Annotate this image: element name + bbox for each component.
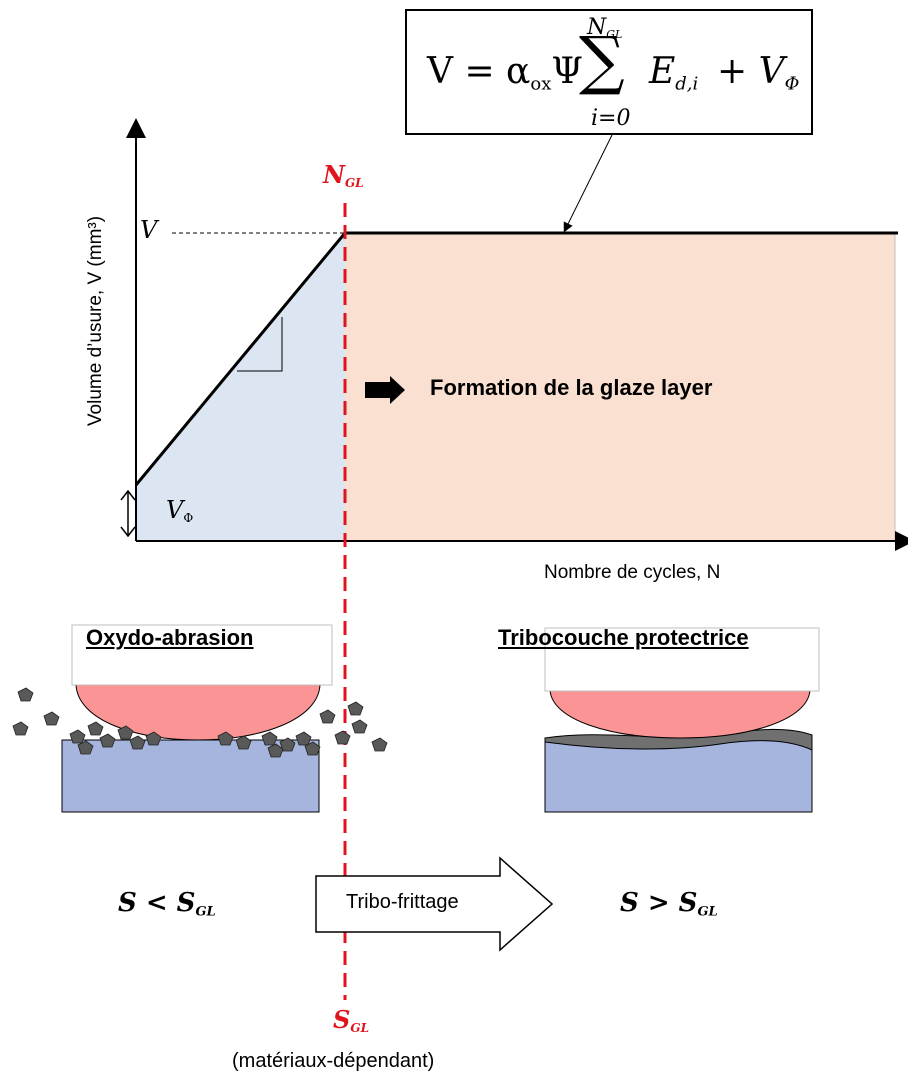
formula-term: Ed,i <box>649 51 699 95</box>
dependence-label: (matériaux-dépendant) <box>232 1050 435 1072</box>
right-region-fill <box>345 233 895 541</box>
right-title: Tribocouche protectrice <box>498 625 749 650</box>
v-label: V <box>140 216 158 244</box>
left-ball <box>75 684 321 741</box>
v-phi-label: VΦ <box>166 496 194 526</box>
right-ball <box>549 689 811 739</box>
right-counterbody-holder <box>544 627 820 692</box>
tribo-frittage-label: Tribo-frittage <box>346 891 459 913</box>
debris-particles <box>12 687 388 758</box>
ngl-label: NGL <box>323 160 364 191</box>
tribo-frittage-arrow <box>315 856 554 952</box>
formula-lhs: V = αoxΨ <box>427 51 583 95</box>
x-axis-label: Nombre de cycles, N <box>544 562 721 583</box>
formula-box: V = αoxΨ ∑ NGL i=0 Ed,i + VΦ <box>405 9 813 135</box>
left-condition: S < SGL <box>118 888 216 920</box>
sum-lower-limit: i=0 <box>591 106 631 131</box>
left-counterbody-holder <box>71 624 333 686</box>
formation-label: Formation de la glaze layer <box>430 375 713 400</box>
formation-arrow <box>365 376 405 404</box>
sum-upper-limit: NGL <box>587 15 623 41</box>
sgl-label: SGL <box>333 1005 370 1036</box>
sigma-symbol: ∑ <box>579 24 625 98</box>
right-condition: S > SGL <box>620 888 718 920</box>
left-region-fill <box>136 233 345 541</box>
formula-plus-vphi: + VΦ <box>717 51 800 95</box>
formula-pointer <box>563 134 613 233</box>
left-title: Oxydo-abrasion <box>86 625 254 650</box>
slope-triangle <box>237 317 283 372</box>
y-axis-label: Volume d’usure, V (mm³) <box>85 215 106 427</box>
